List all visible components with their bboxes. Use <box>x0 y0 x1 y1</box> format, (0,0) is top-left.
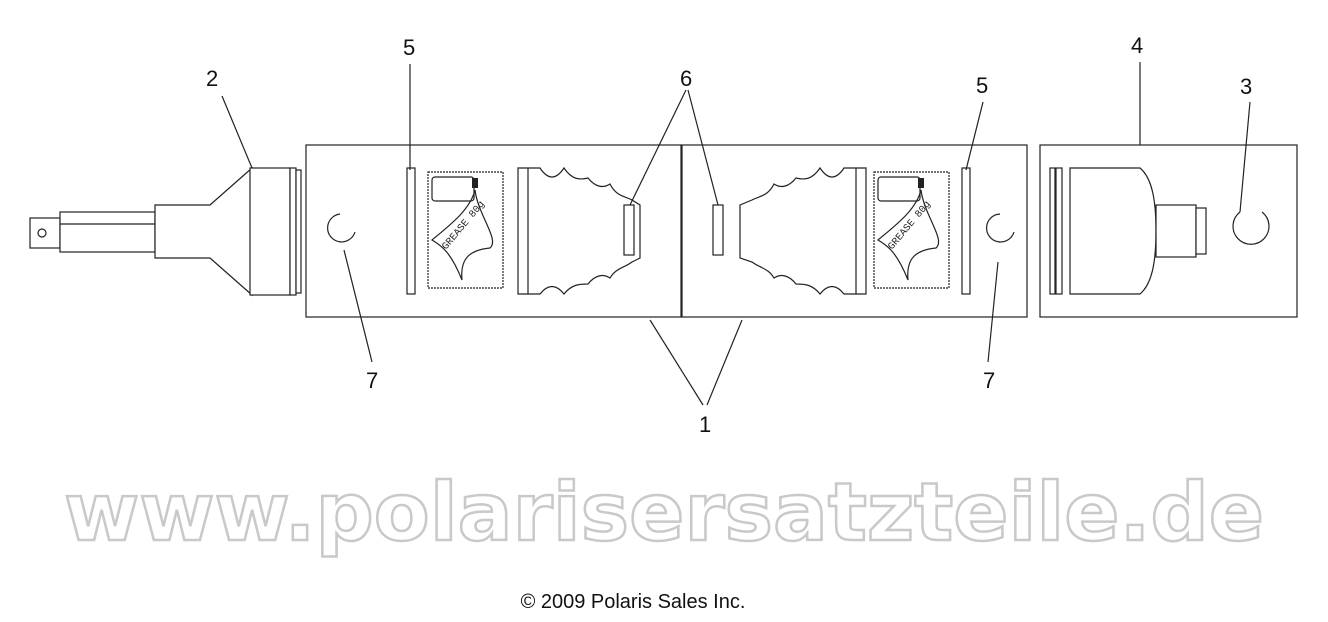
callout-2: 2 <box>206 66 218 91</box>
callout-6: 6 <box>680 66 692 91</box>
part-3-snap-ring <box>1232 211 1270 245</box>
part-7-snap-ring-right <box>985 213 1015 243</box>
callout-5-right: 5 <box>976 73 988 98</box>
part-6-small-clamp-right <box>712 204 724 256</box>
boot-right <box>739 166 867 295</box>
watermark: www.polarisersatzteile.de <box>64 466 1264 559</box>
grease-packet-left: GREASE 80g <box>427 171 504 289</box>
part-7-snap-ring-left <box>327 213 356 243</box>
callout-4: 4 <box>1131 33 1143 58</box>
callout-1: 1 <box>699 412 711 437</box>
leader-lines <box>221 62 1251 406</box>
grease-packet-right: GREASE 80g <box>873 171 950 289</box>
callout-5-left: 5 <box>403 35 415 60</box>
part-2-cv-joint <box>29 166 302 297</box>
part-4-inner-cv-joint <box>1049 167 1207 295</box>
part-6-small-clamp-left <box>623 204 635 256</box>
boot-left <box>517 166 641 295</box>
copyright-text: © 2009 Polaris Sales Inc. <box>521 591 746 613</box>
callout-7-left: 7 <box>366 368 378 393</box>
callout-3: 3 <box>1240 74 1252 99</box>
part-5-clamp-left <box>406 167 416 295</box>
part-5-clamp-right <box>961 167 971 295</box>
callout-7-right: 7 <box>983 368 995 393</box>
